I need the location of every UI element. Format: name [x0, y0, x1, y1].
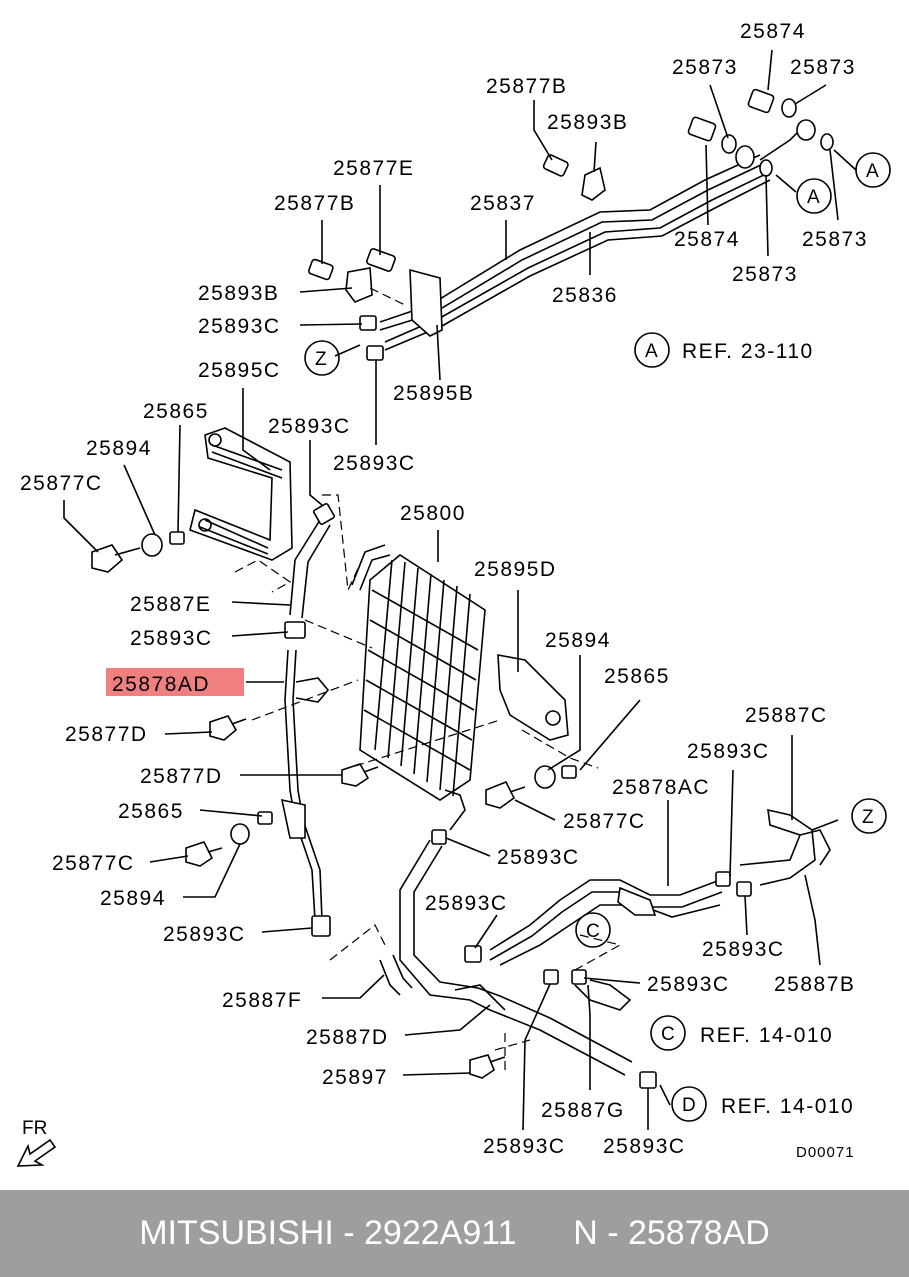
label-25893c-lower-left[interactable]: 25893C [163, 923, 246, 946]
label-25877d-mid[interactable]: 25877D [140, 765, 223, 788]
label-25800[interactable]: 25800 [400, 502, 466, 525]
ref-14-010-c: REF. 14-010 [700, 1024, 833, 1047]
drawing-code: D00071 [796, 1144, 855, 1161]
front-direction-indicator: FR [16, 1118, 57, 1167]
callouts: A A A REF. 23-110 Z Z C C REF. 14-010 D … [304, 152, 891, 1122]
ref-23-110: REF. 23-110 [682, 340, 814, 363]
oil-cooler-core [351, 544, 486, 831]
label-25873-a[interactable]: 25873 [672, 56, 738, 79]
upper-fittings [307, 88, 834, 361]
callout-z-right[interactable]: Z [862, 807, 874, 828]
label-25893c-lower-right[interactable]: 25893C [702, 938, 785, 961]
label-25895d[interactable]: 25895D [474, 558, 557, 581]
part-footer-bar: MITSUBISHI - 2922A911 N - 25878AD [0, 1190, 909, 1277]
label-25893c-bottom-right[interactable]: 25893C [603, 1135, 686, 1158]
label-25893c-c[interactable]: 25893C [647, 973, 730, 996]
dashed-lines [234, 287, 622, 1070]
callout-d-ref[interactable]: D [682, 1095, 696, 1116]
leader-lines [63, 49, 857, 1131]
callout-c-center[interactable]: C [586, 921, 600, 942]
right-bracket [497, 654, 569, 741]
label-25895c[interactable]: 25895C [198, 359, 281, 382]
fr-label: FR [22, 1118, 47, 1139]
label-25877d-left[interactable]: 25877D [65, 723, 148, 746]
label-25877c-left[interactable]: 25877C [20, 472, 103, 495]
callout-a-top[interactable]: A [866, 161, 879, 182]
callout-z-left[interactable]: Z [315, 349, 327, 370]
label-25874-mid[interactable]: 25874 [674, 228, 740, 251]
callout-c-ref[interactable]: C [661, 1024, 675, 1045]
label-25874-top[interactable]: 25874 [740, 20, 806, 43]
callout-a-ref[interactable]: A [645, 341, 658, 362]
label-25877e[interactable]: 25877E [333, 157, 414, 180]
right-bolts [341, 763, 577, 809]
label-25865-lower[interactable]: 25865 [118, 800, 184, 823]
label-25865-left[interactable]: 25865 [143, 400, 209, 423]
front-arrow-icon [16, 1138, 57, 1167]
label-25887b[interactable]: 25887B [774, 973, 855, 996]
left-hoses [185, 503, 335, 937]
left-bracket [189, 427, 293, 561]
label-25877c-right[interactable]: 25877C [563, 810, 646, 833]
label-25878ad[interactable]: 25878AD [112, 673, 210, 696]
label-25893c-upper[interactable]: 25893C [198, 315, 281, 338]
label-25894-lower[interactable]: 25894 [100, 887, 166, 910]
part-labels: 25874 25873 25873 25877B 25893B 25877E 2… [20, 20, 868, 1158]
label-25865-right[interactable]: 25865 [604, 665, 670, 688]
label-25878ac[interactable]: 25878AC [612, 776, 710, 799]
parts-diagram: 25874 25873 25873 25877B 25893B 25877E 2… [16, 20, 891, 1167]
label-25887g[interactable]: 25887G [541, 1099, 625, 1122]
left-bolts [91, 531, 185, 573]
label-25893c-left-2[interactable]: 25893C [130, 627, 213, 650]
label-25893c-hose-top[interactable]: 25893C [268, 415, 351, 438]
label-25893c-right-top[interactable]: 25893C [687, 740, 770, 763]
label-25873-d[interactable]: 25873 [732, 263, 798, 286]
label-25893b-top[interactable]: 25893B [547, 111, 628, 134]
callout-a-mid[interactable]: A [807, 187, 820, 208]
label-25894-right[interactable]: 25894 [545, 629, 611, 652]
label-25893c-mid[interactable]: 25893C [333, 452, 416, 475]
label-25836[interactable]: 25836 [552, 284, 618, 307]
label-25887e[interactable]: 25887E [130, 593, 211, 616]
label-25837[interactable]: 25837 [470, 192, 536, 215]
label-25893b-left[interactable]: 25893B [198, 282, 279, 305]
label-25887f[interactable]: 25887F [222, 989, 302, 1012]
label-25894-left[interactable]: 25894 [86, 437, 152, 460]
label-25893c-center[interactable]: 25893C [497, 846, 580, 869]
label-25873-c[interactable]: 25873 [802, 228, 868, 251]
label-25877b-left[interactable]: 25877B [274, 192, 355, 215]
label-25877c-lower[interactable]: 25877C [52, 852, 135, 875]
part-number-text: MITSUBISHI - 2922A911 N - 25878AD [139, 1214, 770, 1252]
label-25887d[interactable]: 25887D [306, 1026, 389, 1049]
label-25873-b[interactable]: 25873 [790, 56, 856, 79]
label-25877b-top[interactable]: 25877B [486, 75, 567, 98]
highlight-box [106, 668, 244, 696]
label-25893c-lower-mid[interactable]: 25893C [425, 892, 508, 915]
label-25893c-bottom-left[interactable]: 25893C [483, 1135, 566, 1158]
label-25887c[interactable]: 25887C [745, 704, 828, 727]
label-25895b[interactable]: 25895B [393, 382, 474, 405]
label-25897[interactable]: 25897 [322, 1066, 388, 1089]
ref-14-010-d: REF. 14-010 [721, 1095, 854, 1118]
